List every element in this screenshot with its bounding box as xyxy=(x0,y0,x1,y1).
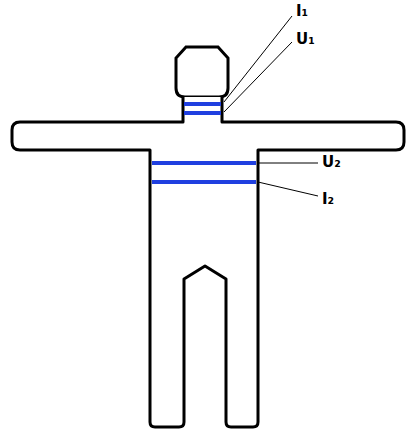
head-outline xyxy=(176,47,228,97)
signal-label: I₂ xyxy=(322,192,334,207)
leader-line xyxy=(258,182,318,196)
signal-label: U₂ xyxy=(322,155,341,170)
leader-line xyxy=(224,16,292,102)
leader-line xyxy=(258,163,318,164)
electrode-band xyxy=(152,161,256,165)
electrode-band xyxy=(184,111,221,115)
signal-label: U₁ xyxy=(296,32,315,47)
electrode-band xyxy=(184,102,221,106)
signal-label: I₁ xyxy=(296,4,308,19)
electrode-band xyxy=(152,180,256,184)
leader-line xyxy=(224,42,292,112)
body-outline xyxy=(12,97,404,427)
